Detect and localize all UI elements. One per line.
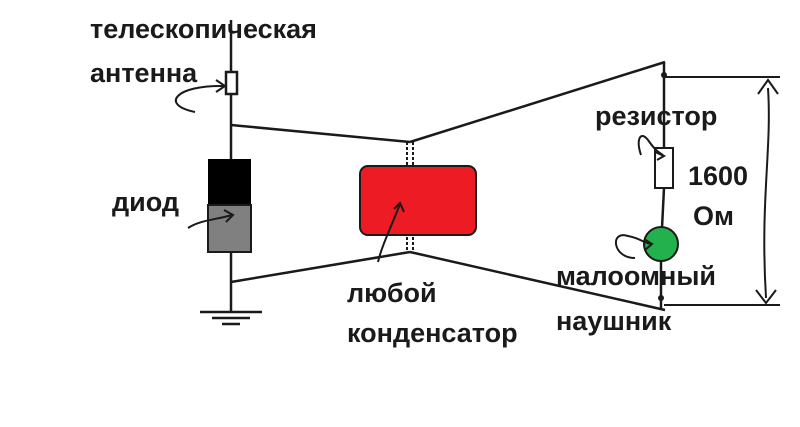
bracket-arrow-up [757,78,779,95]
capacitor-body [359,165,477,236]
resistor-pointer [637,135,664,156]
diode-pointer [187,214,233,229]
capacitor-pointer [377,203,401,263]
antenna-label-line2: антенна [90,58,198,88]
antenna-label-line1: телескопическая [90,14,317,44]
diode-label: диод [112,187,179,217]
bracket-arrow-down [755,289,777,305]
resistance-unit: Ом [693,201,734,231]
bracket-vertical-line [763,87,770,299]
earphone [643,226,679,262]
earphone-label-line1: малоомный [556,261,716,291]
resistor-label: резистор [595,101,717,131]
ground-symbol [200,310,262,326]
earphone-label-line2: наушник [556,306,672,336]
diode [207,159,252,253]
pointer-arrows [174,79,667,263]
capacitor-label-line1: любой [347,278,437,308]
top-left-wire [230,123,411,144]
bottom-right-wire [409,250,666,312]
capacitor-label-line2: конденсатор [347,318,518,348]
measurement-bracket [664,76,780,306]
top-right-wire [409,60,666,144]
resistor-to-earphone-wire [660,187,666,229]
junction-dots [658,72,667,301]
diode-top-band [208,159,251,205]
earphone-pointer [614,234,653,259]
antenna-base [224,70,239,96]
resistance-value: 1600 [688,161,748,191]
antenna-pointer [174,84,225,113]
